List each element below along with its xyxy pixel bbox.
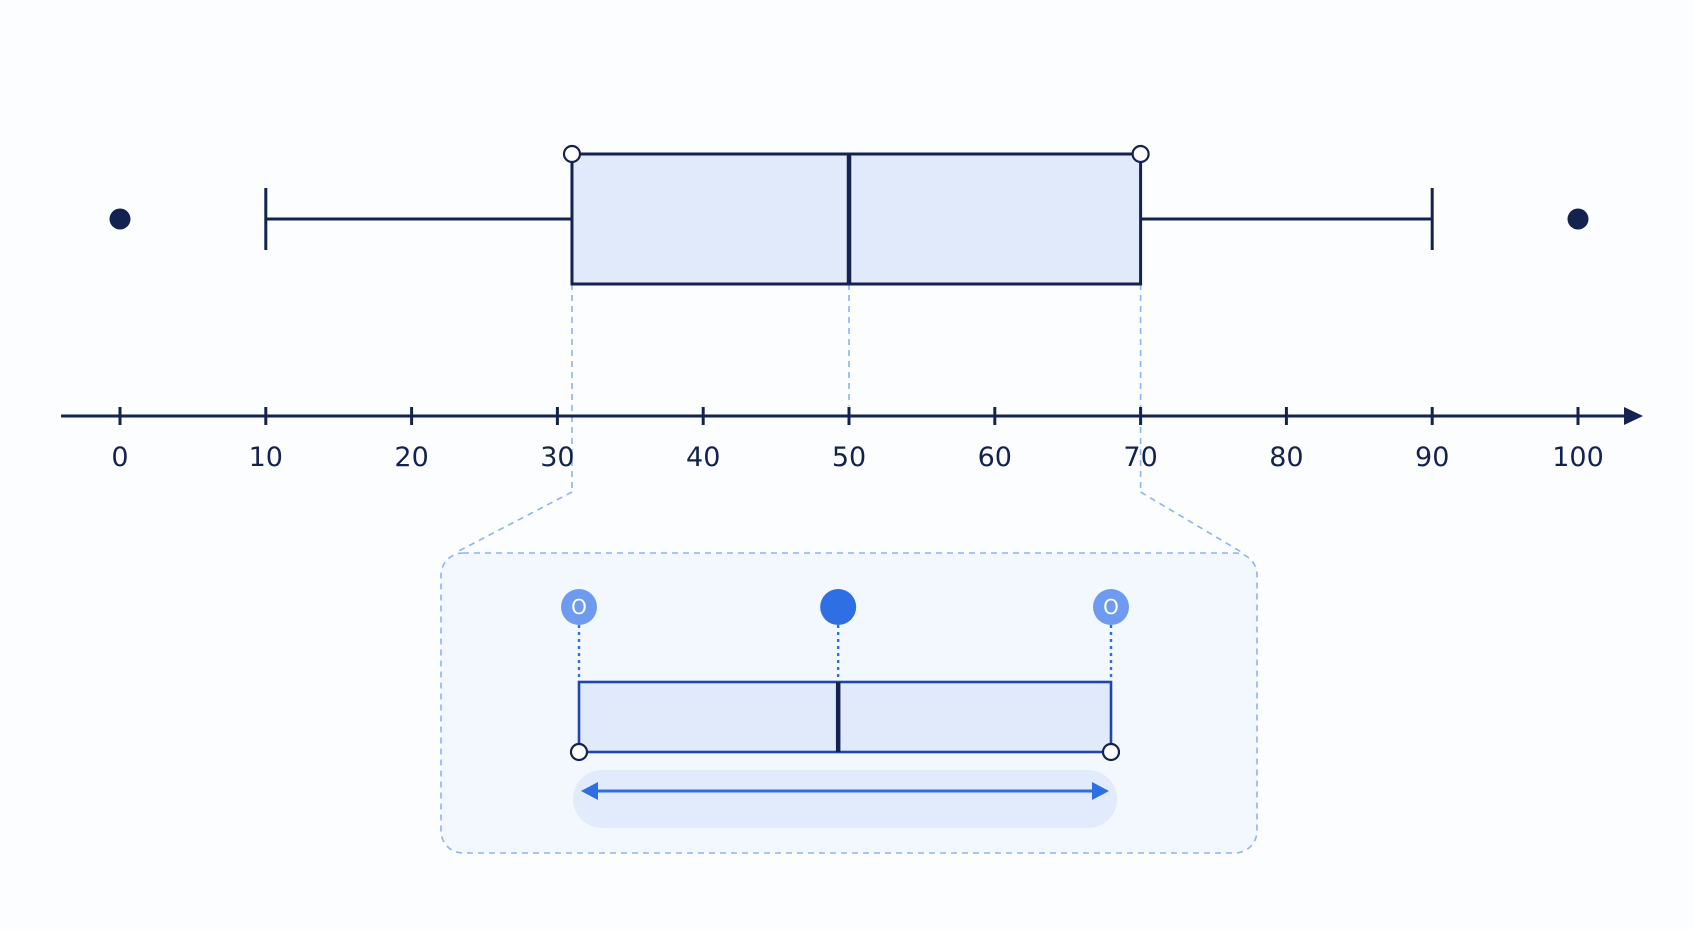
- inset-right-badge: [1093, 589, 1129, 625]
- inset-left-badge-label: O: [571, 595, 587, 619]
- x-tick-label: 20: [394, 442, 428, 473]
- x-tick-label: 50: [832, 442, 866, 473]
- x-tick-label: 80: [1269, 442, 1303, 473]
- inset-right-handle: [1101, 742, 1121, 762]
- x-tick-label: 100: [1552, 442, 1604, 473]
- x-axis: 0 10 20 30 40 50 60 70 80 90 100: [61, 407, 1643, 473]
- outlier-point: [109, 208, 131, 230]
- q3-handle: [1131, 144, 1150, 164]
- x-tick-label: 0: [111, 442, 128, 473]
- iqr-range-arrowhead-left: [581, 782, 598, 800]
- inset-left-badge: [561, 589, 597, 625]
- zoom-connector-right: [1140, 491, 1244, 554]
- inset-left-handle: [569, 742, 589, 762]
- main-box-plot: [109, 144, 1589, 286]
- iqr-box: [570, 152, 1143, 286]
- x-tick-label: 10: [249, 442, 283, 473]
- x-tick-label: 40: [686, 442, 720, 473]
- inset-right-badge-label: O: [1103, 595, 1119, 619]
- x-tick-label: 30: [540, 442, 574, 473]
- outlier-point: [1567, 208, 1589, 230]
- inset-iqr-box: [577, 680, 1113, 754]
- x-tick-label: 90: [1415, 442, 1449, 473]
- zoom-guides: [454, 284, 1244, 554]
- x-tick-label: 70: [1123, 442, 1157, 473]
- zoom-connector-left: [454, 491, 573, 554]
- q1-handle: [562, 144, 582, 164]
- iqr-range-band: [573, 770, 1117, 828]
- x-axis-arrowhead: [1624, 407, 1643, 425]
- iqr-range-arrowhead-right: [1092, 782, 1109, 800]
- inset-median-marker: [820, 589, 857, 625]
- x-tick-label: 60: [978, 442, 1012, 473]
